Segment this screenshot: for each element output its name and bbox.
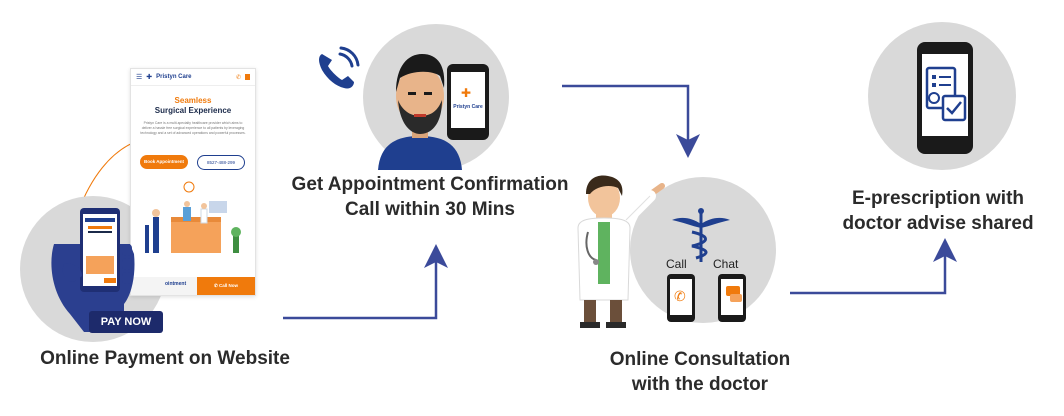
website-mockup: ☰ ✚ Pristyn Care ✆ Seamless Surgical Exp… [130, 68, 256, 296]
brand-logo-icon: ✚ [146, 74, 153, 81]
chat-bubble-icon [726, 286, 740, 296]
appointment-strip [131, 277, 197, 295]
site-headline-2: Surgical Experience [154, 106, 232, 115]
call-now-button[interactable]: ✆ Call Now [197, 277, 255, 295]
cart-icon [245, 74, 250, 80]
site-headline-1: Seamless [174, 96, 212, 105]
clinic-illustration [145, 181, 241, 253]
step-2-label-line2: Call within 30 Mins [345, 199, 515, 220]
arrow-consult-to-prescription [790, 250, 947, 295]
doctor-icon [577, 175, 665, 328]
chat-label: Chat [713, 257, 739, 271]
step-4-label-line1: E-prescription with [851, 188, 1025, 209]
phone-icon: ✆ [235, 74, 241, 81]
arrowhead-up-2 [933, 238, 957, 262]
call-phone: ✆ [667, 274, 695, 322]
call-phone-icon: ✆ [674, 288, 686, 304]
bottom-appointment-button[interactable]: ointment [165, 281, 187, 287]
step-4-label-line2: doctor advise shared [842, 213, 1034, 234]
site-description: Pristyn Care is a multi-specialty health… [140, 121, 246, 135]
site-brand: Pristyn Care [156, 74, 192, 80]
confirmation-phone: ✚ Pristyn Care [447, 64, 489, 140]
step-1-label: Online Payment on Website [40, 348, 290, 369]
pay-now-badge: PAY NOW [89, 311, 163, 333]
call-phone-screen [670, 279, 692, 315]
call-now-icon: ✆ [213, 283, 219, 288]
chat-bubble-icon-2 [730, 294, 742, 302]
arrow-payment-to-call [283, 256, 438, 320]
step-2-label-line1: Get Appointment Confirmation [291, 174, 569, 195]
book-appointment-button[interactable]: Book Appointment [140, 155, 188, 169]
phone-ringing-icon [319, 46, 360, 89]
menu-icon: ☰ [136, 74, 143, 81]
arrow-call-to-consult [562, 84, 690, 140]
step-3-label-line2: with the doctor [631, 374, 769, 395]
phone-number-button[interactable]: 8527-488-299 [197, 155, 245, 170]
call-label: Call [666, 257, 687, 271]
prescription-phone-icon [925, 66, 967, 122]
arrowhead-up-1 [424, 244, 448, 268]
call-phone-brand: Pristyn Care [453, 104, 483, 110]
site-header: ☰ ✚ Pristyn Care ✆ [131, 69, 255, 86]
step-3-label-line1: Online Consultation [609, 349, 791, 370]
bearded-man-icon [378, 54, 462, 170]
brand-logo-icon: ✚ [461, 86, 472, 100]
arrowhead-down [676, 134, 700, 158]
confirmation-phone-screen: ✚ Pristyn Care [451, 72, 485, 128]
hand-holding-phone-icon [51, 208, 135, 332]
clock-icon [183, 181, 195, 193]
caduceus-icon [672, 208, 730, 262]
chat-phone [718, 274, 746, 322]
call-now-label: Call Now [219, 283, 239, 288]
